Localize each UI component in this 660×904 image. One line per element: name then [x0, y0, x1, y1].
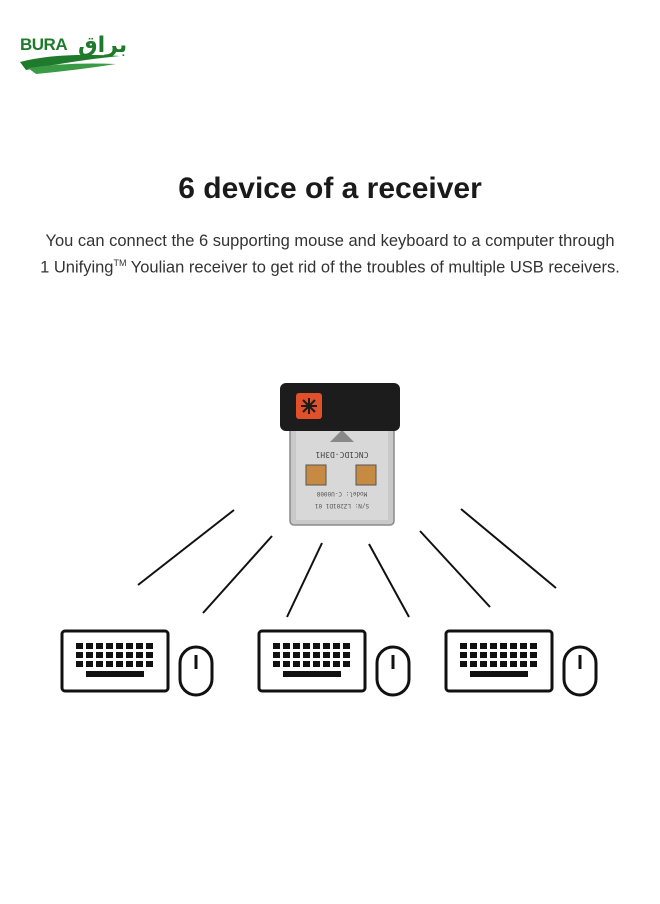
usb-receiver: CNC1DC-D3H1 Model: C-U0008 S/N: LZ201D1 …	[280, 383, 400, 526]
connection-line	[419, 530, 491, 608]
brand-logo: براق BURA	[18, 26, 128, 78]
brand-latin-text: BURA	[20, 35, 68, 54]
page-title: 6 device of a receiver	[178, 172, 482, 205]
connection-diagram: CNC1DC-D3H1 Model: C-U0008 S/N: LZ201D1 …	[60, 383, 598, 697]
connection-line	[137, 509, 235, 586]
description-suffix: Youlian receiver to get rid of the troub…	[126, 258, 620, 277]
connection-lines	[137, 508, 557, 618]
description-prefix: 1 Unifying	[40, 258, 114, 277]
connection-line	[368, 543, 410, 618]
trademark-mark: TM	[113, 258, 127, 268]
receiver-label-model: Model: C-U0008	[316, 490, 367, 497]
mouse-icon	[178, 645, 214, 697]
mouse-icon	[375, 645, 411, 697]
keyboard-icon	[444, 629, 554, 693]
keyboard-icon	[257, 629, 367, 693]
description-line-1: You can connect the 6 supporting mouse a…	[45, 232, 615, 250]
receiver-label-serial: S/N: LZ201D1 01	[315, 502, 370, 509]
unifying-star-icon	[301, 398, 317, 414]
description: You can connect the 6 supporting mouse a…	[0, 230, 660, 279]
connection-line	[460, 508, 557, 589]
keyboard-icon	[60, 629, 170, 693]
connection-line	[202, 535, 273, 614]
device-group	[60, 629, 598, 697]
receiver-label-top: CNC1DC-D3H1	[315, 450, 368, 459]
description-line-2: 1 UnifyingTM Youlian receiver to get rid…	[0, 252, 660, 279]
brand-arabic-text: براق	[78, 33, 127, 58]
brand-swoosh-icon: براق	[20, 33, 127, 74]
connection-line	[286, 542, 323, 618]
mouse-icon	[562, 645, 598, 697]
